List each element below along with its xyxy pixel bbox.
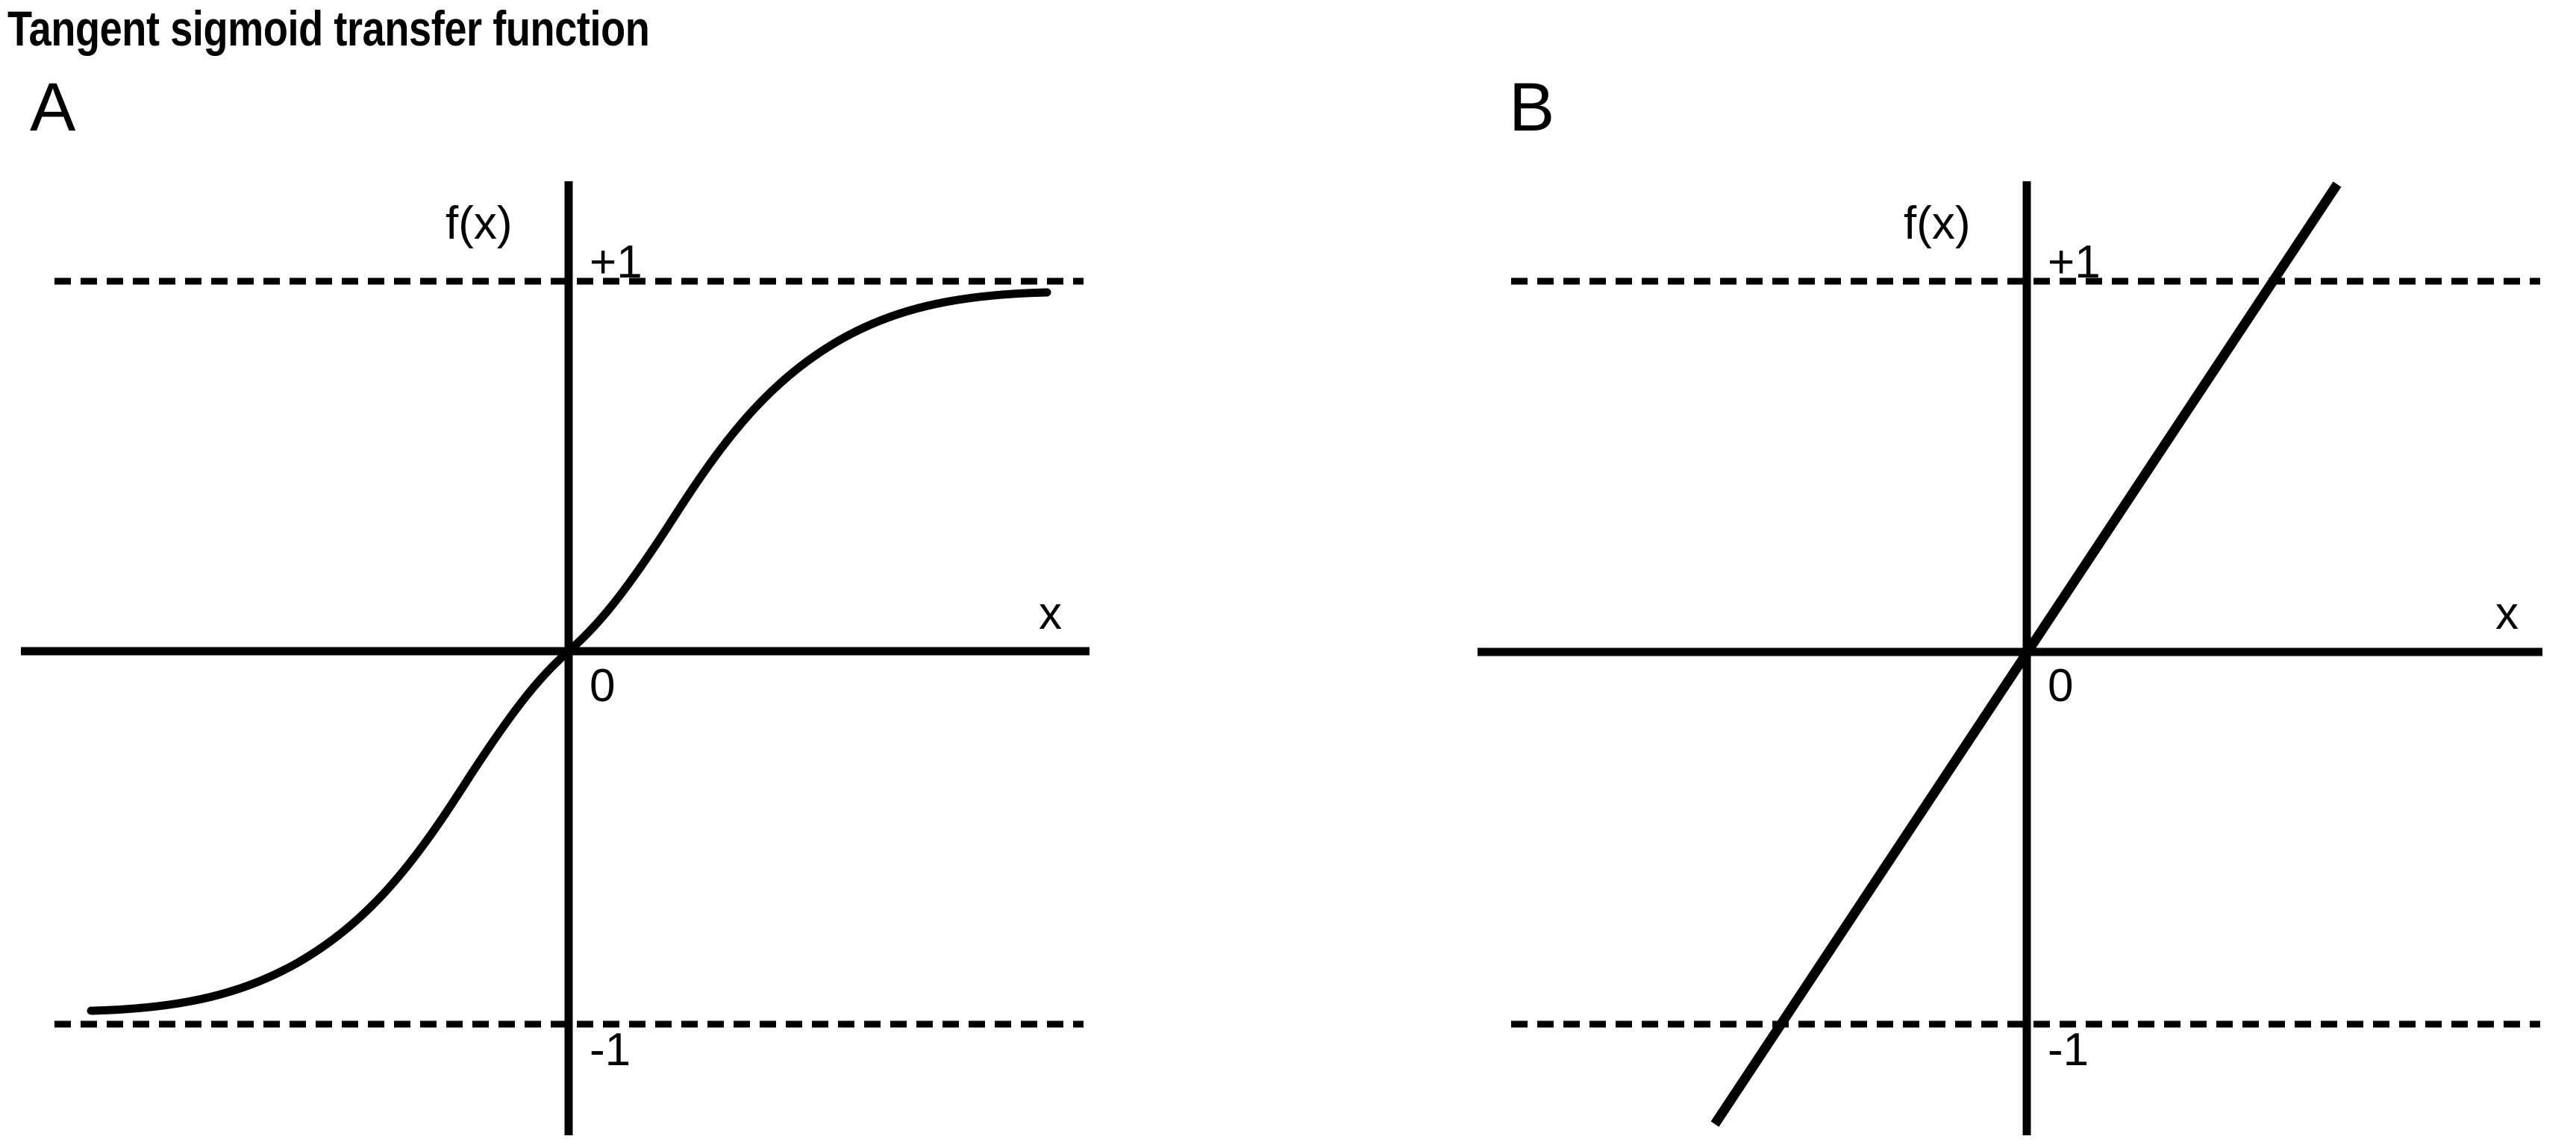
panel-b: Linear transfer function B f(x) +1 0 -1 [1288, 0, 2576, 1145]
x-axis-label-a: x [1039, 588, 1062, 639]
lower-asymptote-label-a: -1 [590, 1024, 631, 1076]
y-axis-label-b: f(x) [1904, 198, 1971, 249]
panel-a-letter: A [30, 69, 76, 145]
origin-label-a: 0 [590, 660, 615, 712]
origin-label-b: 0 [2048, 660, 2073, 712]
panel-a: Tangent sigmoid transfer function A f(x)… [7, 1, 1090, 1135]
x-axis-label-b: x [2495, 588, 2519, 639]
upper-asymptote-label-b: +1 [2048, 236, 2101, 288]
lower-asymptote-label-b: -1 [2048, 1024, 2089, 1076]
panel-b-plot: B f(x) +1 0 -1 x [1478, 69, 2542, 1135]
linear-line [1710, 181, 2342, 1127]
panel-a-title: Tangent sigmoid transfer function [7, 1, 650, 56]
panel-b-letter: B [1509, 69, 1554, 145]
y-axis-label-a: f(x) [446, 198, 513, 249]
sigmoid-curve [87, 288, 1051, 1015]
upper-asymptote-label-a: +1 [590, 236, 643, 288]
panel-a-plot: A f(x) +1 0 -1 x [21, 69, 1090, 1135]
